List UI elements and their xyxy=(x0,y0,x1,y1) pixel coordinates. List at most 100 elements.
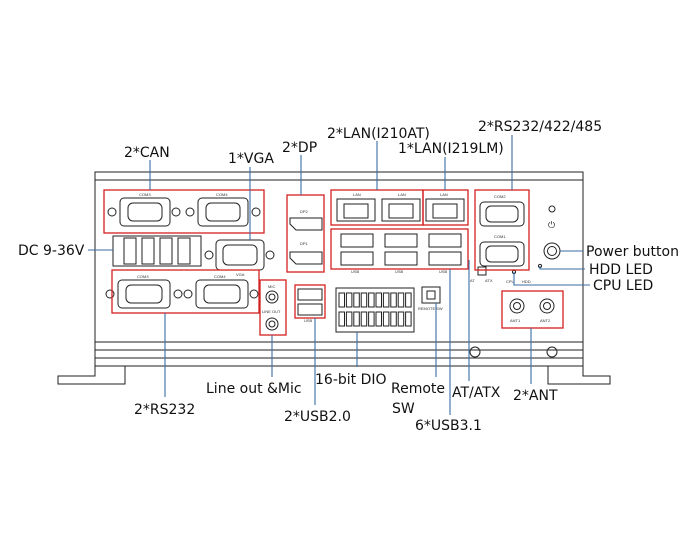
callout-dp: 2*DP xyxy=(282,140,317,156)
usb-label: USB xyxy=(351,269,360,274)
screw-icon xyxy=(251,207,261,217)
com3-label: COM3 xyxy=(137,274,149,279)
vga-port: VGA xyxy=(204,239,275,277)
dio-terminal-block xyxy=(335,287,415,333)
mic-jack xyxy=(265,290,279,304)
usb-label: USB xyxy=(304,318,313,323)
dio-pin xyxy=(368,311,375,327)
line-out-jack xyxy=(265,317,279,331)
dio-pin xyxy=(345,292,353,308)
dio-pin xyxy=(375,292,382,308)
callout-dc-in: DC 9-36V xyxy=(18,243,85,259)
rs232-highlight-box xyxy=(111,269,260,314)
screw-icon xyxy=(469,346,481,358)
dio-pin xyxy=(338,311,345,327)
com1-label: COM1 xyxy=(494,234,506,239)
callout-usb31: 6*USB3.1 xyxy=(415,418,482,434)
lan-i210-highlight-box xyxy=(330,189,424,226)
dio-pin xyxy=(360,292,368,308)
usb-port xyxy=(428,233,462,248)
callout-ant: 2*ANT xyxy=(513,388,558,404)
dio-pin xyxy=(368,292,375,308)
dp-connector xyxy=(289,217,323,231)
rs232-port-group: COM3 COM4 xyxy=(105,274,259,309)
dc-in-terminal xyxy=(112,235,202,267)
dio-pin xyxy=(360,311,368,327)
callout-line-out-mic: Line out &Mic xyxy=(206,381,302,397)
rj45-port xyxy=(425,198,465,222)
dio-pin xyxy=(397,292,405,308)
usb-port xyxy=(297,288,323,301)
remote-sw-label: REMOTE SW xyxy=(418,306,443,311)
usb31-highlight-box xyxy=(330,228,469,270)
screw-icon xyxy=(546,346,558,358)
dio-pin xyxy=(353,311,360,327)
usb-port xyxy=(297,303,323,316)
atx-label: ATX xyxy=(485,278,493,283)
remote-switch: REMOTE SW xyxy=(418,286,443,311)
antenna-connector xyxy=(509,298,525,314)
callout-dio: 16-bit DIO xyxy=(315,372,387,388)
db9-connector xyxy=(479,241,525,267)
dio-pin xyxy=(390,292,397,308)
antenna-highlight-box xyxy=(501,290,564,329)
usb-port xyxy=(340,251,374,266)
com4-label: COM4 xyxy=(214,274,226,279)
dio-pin xyxy=(390,311,397,327)
callout-usb20: 2*USB2.0 xyxy=(284,409,351,425)
lan-label: LAN xyxy=(398,192,406,197)
dio-pin xyxy=(382,292,390,308)
callout-lan-i210: 2*LAN(I210AT) xyxy=(327,126,430,142)
at-label: AT xyxy=(470,278,475,283)
screw-icon xyxy=(105,289,115,299)
usb-label: USB xyxy=(395,269,404,274)
dio-pin xyxy=(345,311,353,327)
db9-connector xyxy=(479,201,525,227)
com3-label: COM3 xyxy=(139,192,151,197)
cpu-led-label: CPU xyxy=(506,279,515,284)
can-highlight-box xyxy=(103,189,265,234)
usb2-highlight-box xyxy=(294,284,326,319)
callout-can: 2*CAN xyxy=(124,145,170,161)
can-port-group: COM3 COM4 xyxy=(107,192,261,227)
screw-icon xyxy=(204,250,214,260)
screw-icon xyxy=(173,289,183,299)
dio-pin xyxy=(338,292,345,308)
screw-icon xyxy=(183,289,193,299)
audio-highlight-box xyxy=(259,279,287,336)
mount-foot-left xyxy=(57,366,126,385)
callout-hdd-led: HDD LED xyxy=(589,262,653,278)
lan-label: LAN xyxy=(353,192,361,197)
dio-pin xyxy=(397,311,405,327)
screw-icon xyxy=(107,207,117,217)
mount-foot-right xyxy=(547,366,611,385)
rs232-422-485-group: COM2 COM1 xyxy=(479,194,525,267)
db9-connector xyxy=(195,279,249,309)
bottom-base xyxy=(94,341,584,367)
com4-label: COM4 xyxy=(216,192,228,197)
line-out-label: LINE OUT xyxy=(262,309,281,314)
com2-label: COM2 xyxy=(494,194,506,199)
callout-lan-i219: 1*LAN(I219LM) xyxy=(398,141,504,157)
usb2-ports: USB xyxy=(297,288,323,323)
power-button[interactable] xyxy=(543,242,561,260)
antenna-connector xyxy=(539,298,555,314)
displayport-group: DP2 DP1 xyxy=(289,209,323,265)
callout-power-button: Power button xyxy=(586,244,679,260)
power-symbol-icon: ⏻ xyxy=(548,220,555,231)
callout-rs232: 2*RS232 xyxy=(134,402,195,418)
dio-pin xyxy=(353,292,360,308)
com12-highlight-box xyxy=(474,189,530,271)
antenna-group: ANT1 ANT2 xyxy=(509,298,555,323)
dp-connector xyxy=(289,251,323,265)
usb-label: USB xyxy=(439,269,448,274)
terminal-pin xyxy=(159,237,173,265)
callout-remote-sw-line1: Remote xyxy=(391,381,445,397)
leader-lines xyxy=(88,135,590,415)
rj45-port xyxy=(381,198,421,222)
callout-labels: 2*CAN 1*VGA 2*DP 2*LAN(I210AT) 1*LAN(I21… xyxy=(18,119,679,434)
terminal-pin xyxy=(177,237,191,265)
callout-cpu-led: CPU LED xyxy=(593,278,653,294)
dio-pin xyxy=(405,311,412,327)
screw-icon xyxy=(171,207,181,217)
